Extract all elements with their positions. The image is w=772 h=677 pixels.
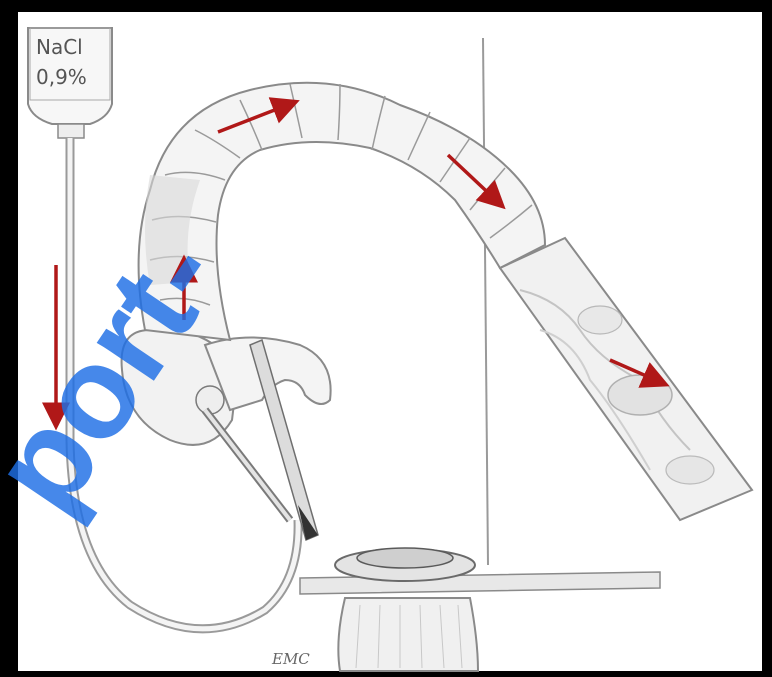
bag-label-line1: NaCl [36,35,83,59]
frame-left [0,0,18,677]
artist-signature: EMC [271,650,310,668]
bag-label-line2: 0,9% [36,65,87,89]
frame-top [0,0,772,12]
frame-right [762,0,772,677]
